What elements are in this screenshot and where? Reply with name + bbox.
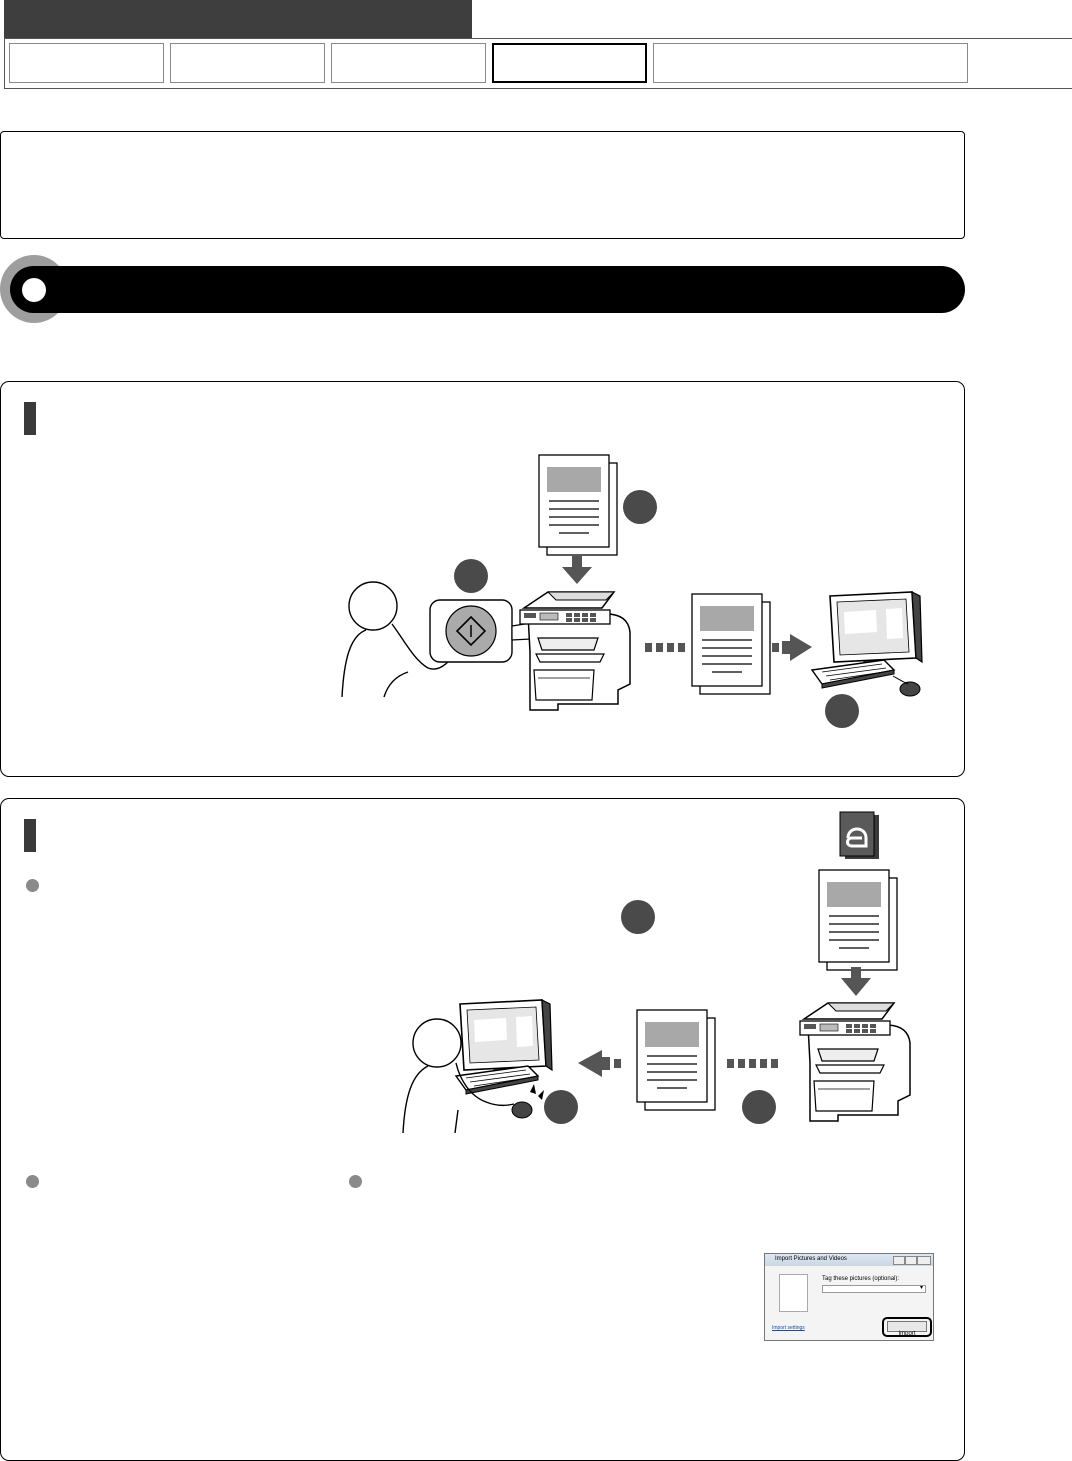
nav-tab-2[interactable] (170, 43, 325, 83)
close-icon[interactable] (917, 1256, 931, 1265)
import-settings-link[interactable]: Import settings (772, 1325, 805, 1331)
nav-tab-5[interactable] (653, 43, 968, 83)
nav-tab-4[interactable] (492, 43, 647, 83)
chevron-down-icon: ▾ (919, 1285, 923, 1291)
panel-scan-from-computer (0, 798, 965, 1461)
import-dialog-titlebar: Import Pictures and Videos (765, 1254, 933, 1266)
import-button-label: Import (898, 1331, 916, 1337)
nav-frame (4, 39, 1072, 89)
bullet (26, 879, 39, 892)
import-dialog-title: Import Pictures and Videos (775, 1256, 847, 1262)
panel-2-marker (24, 819, 36, 852)
header-title-bar (4, 0, 472, 38)
import-button[interactable]: Import (887, 1321, 927, 1337)
bullet (26, 1175, 39, 1188)
maximize-icon[interactable] (905, 1256, 917, 1265)
panel-1-marker (24, 402, 36, 435)
section-banner-dot (22, 278, 46, 302)
nav-tab-1[interactable] (9, 43, 164, 83)
header-rule (4, 38, 1072, 39)
minimize-icon[interactable] (893, 1256, 905, 1265)
bullet (349, 1175, 362, 1188)
panel-scan-from-device (0, 381, 965, 777)
import-preview (779, 1274, 808, 1312)
tag-input[interactable]: ▾ (822, 1285, 926, 1293)
import-dialog: Import Pictures and Videos Tag these pic… (764, 1253, 934, 1341)
section-banner (10, 266, 965, 313)
import-button-highlight (882, 1317, 932, 1337)
info-box (0, 131, 965, 239)
nav-tab-3[interactable] (331, 43, 486, 83)
tag-label: Tag these pictures (optional): (822, 1276, 900, 1282)
